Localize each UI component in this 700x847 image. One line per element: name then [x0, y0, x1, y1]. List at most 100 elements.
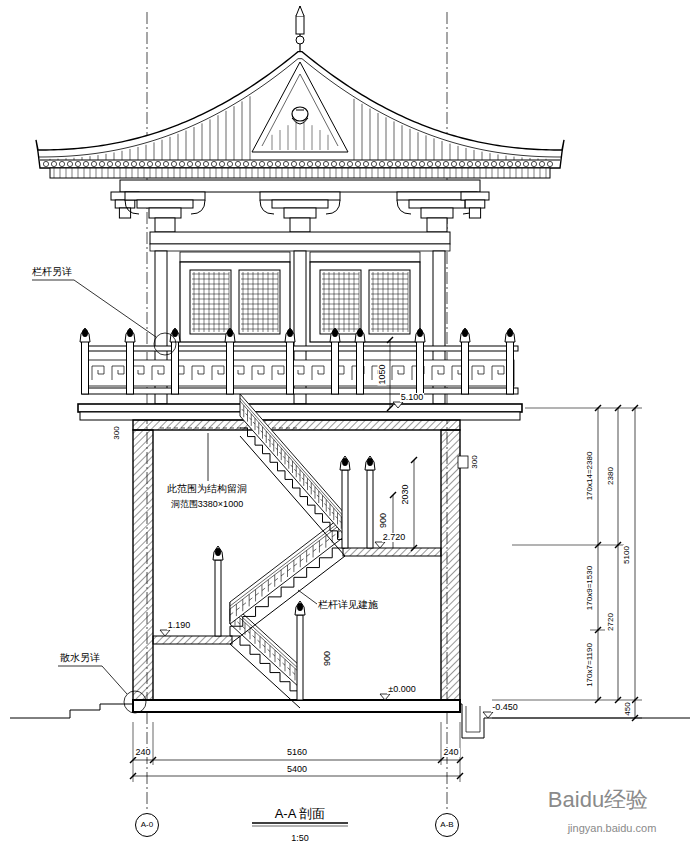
rafter — [546, 168, 547, 178]
rafter — [498, 168, 499, 178]
lattice — [403, 272, 404, 332]
roof-tile-line — [442, 141, 443, 160]
gable-line — [262, 74, 338, 146]
note-text: 此范围为结构留洞 — [166, 484, 248, 494]
roof-ridge-line — [38, 59, 562, 157]
rafter — [66, 168, 67, 178]
tile-end — [139, 161, 144, 166]
floor-slab — [133, 700, 460, 712]
lattice — [219, 272, 220, 332]
tile-end — [547, 161, 552, 166]
gable — [252, 62, 348, 152]
lattice — [241, 309, 278, 310]
newel-post — [215, 560, 221, 636]
rafter — [540, 168, 541, 178]
post-cap — [287, 329, 293, 337]
ground-line — [10, 704, 133, 718]
roof-tile-line — [466, 148, 467, 160]
roof-tile-line — [146, 145, 147, 160]
lattice — [371, 304, 408, 305]
rafter — [288, 168, 289, 178]
tile-end — [43, 161, 48, 166]
tile-end — [187, 161, 192, 166]
note-text: 散水另详 — [59, 653, 101, 663]
title-underline — [252, 822, 348, 823]
post-cap — [507, 329, 513, 337]
roof-tile-line — [178, 134, 179, 160]
tile-end — [211, 161, 216, 166]
lattice — [408, 272, 409, 332]
stair-fret — [240, 401, 345, 533]
stair-railing — [240, 398, 345, 518]
lattice — [371, 319, 408, 320]
tile-end — [307, 161, 312, 166]
rafter — [102, 168, 103, 178]
rafter — [528, 168, 529, 178]
lattice — [371, 294, 408, 295]
rafter — [318, 168, 319, 178]
rafter — [348, 168, 349, 178]
lintel — [150, 244, 450, 251]
lattice — [268, 272, 269, 332]
rafter — [294, 168, 295, 178]
rafter — [474, 168, 475, 178]
lattice — [329, 272, 330, 332]
post-cap — [330, 328, 340, 342]
lattice — [214, 272, 215, 332]
roof-tile-line — [434, 138, 435, 160]
lattice — [241, 284, 278, 285]
title-underline — [252, 826, 348, 827]
roof-tile-line — [498, 154, 499, 160]
lattice — [322, 294, 359, 295]
stair-railing — [240, 394, 345, 536]
rafter — [84, 168, 85, 178]
extension-line — [492, 700, 642, 701]
tile-end — [523, 161, 528, 166]
rafter — [408, 168, 409, 178]
lattice — [371, 279, 408, 280]
extension-line — [133, 722, 134, 782]
rafter — [534, 168, 535, 178]
leader-line — [32, 280, 74, 281]
baluster-post — [507, 340, 514, 394]
lattice — [263, 272, 264, 332]
platform-slab — [78, 404, 522, 412]
bracket — [149, 208, 181, 218]
lattice — [241, 294, 278, 295]
tile-end — [539, 161, 544, 166]
rafter — [486, 168, 487, 178]
roof-tile-line — [458, 146, 459, 160]
rafter — [246, 168, 247, 178]
rafter — [168, 168, 169, 178]
rafter — [492, 168, 493, 178]
roof-tile-line — [426, 135, 427, 160]
roof-tile-line — [242, 101, 243, 160]
roof-tile-line — [378, 113, 379, 160]
extension-line — [525, 408, 642, 409]
tile-end — [347, 161, 352, 166]
dimension-tick — [387, 337, 393, 343]
lattice — [192, 329, 229, 330]
stair-fret — [230, 609, 300, 685]
rafter — [342, 168, 343, 178]
rafter — [468, 168, 469, 178]
baluster-post — [287, 340, 294, 394]
lattice — [192, 319, 229, 320]
lattice — [359, 272, 360, 332]
dimension-text: 240 — [442, 748, 459, 757]
roof-tile-line — [386, 117, 387, 160]
lattice — [322, 319, 359, 320]
tile-end — [443, 161, 448, 166]
rafter — [282, 168, 283, 178]
tile-end — [267, 161, 272, 166]
lattice — [192, 304, 229, 305]
rafter — [270, 168, 271, 178]
tile-end — [227, 161, 232, 166]
extension-line — [590, 630, 605, 631]
note-text: 170x14=2380 — [586, 451, 594, 502]
bracket — [461, 192, 489, 200]
rafter — [300, 168, 301, 178]
roof-slab — [133, 420, 460, 430]
roof-tile-line — [474, 150, 475, 160]
watermark: Baidu经验 — [547, 789, 649, 811]
